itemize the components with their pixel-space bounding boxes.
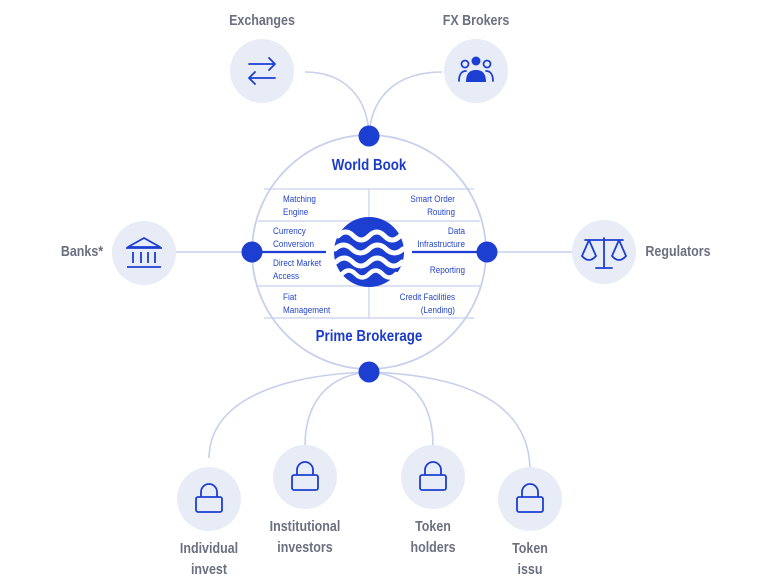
token-issuers-label: Token issu — [512, 541, 548, 578]
connector-exchanges — [304, 71, 370, 137]
feature-fiat-management: Fiat Management — [283, 292, 331, 315]
institutional-investors-node — [273, 445, 337, 509]
feature-smart-order-routing: Smart Order Routing — [410, 194, 455, 217]
lock-icon — [195, 483, 223, 513]
scales-icon — [581, 237, 627, 269]
connector-fx-brokers — [368, 71, 443, 137]
individual-investors-label: Individual invest — [179, 541, 239, 578]
feature-credit-facilities: Credit Facilities (Lending) — [399, 292, 455, 315]
feature-direct-market-access: Direct Market Access — [273, 258, 322, 281]
token-holders-node — [401, 445, 465, 509]
exchanges-label: Exchanges — [229, 13, 295, 29]
connectors — [176, 71, 572, 469]
exchanges-node — [230, 39, 294, 103]
feature-reporting: Reporting — [429, 265, 465, 275]
hub-dot-top — [358, 125, 380, 147]
lock-icon — [419, 461, 447, 491]
individual-investors-node — [177, 467, 241, 531]
feature-matching-engine: Matching Engine — [283, 194, 316, 217]
token-issuers-node — [498, 467, 562, 531]
banks-label: Banks* — [60, 244, 104, 260]
connector-token-issuers — [368, 371, 531, 469]
waves-logo — [332, 217, 406, 287]
feature-data-infrastructure: Data Infrastructure — [417, 226, 465, 249]
hub-dot-left — [241, 241, 263, 263]
feature-currency-conversion: Currency Conversion — [273, 226, 314, 249]
arrows-exchange-icon — [248, 57, 276, 85]
fx-brokers-label: FX Brokers — [442, 13, 510, 29]
regulators-label: Regulators — [645, 244, 711, 260]
people-group-icon — [458, 56, 494, 82]
banks-node — [112, 221, 176, 285]
hub-title-top: World Book — [331, 157, 407, 174]
lock-icon — [291, 461, 319, 491]
connector-individual — [208, 371, 370, 459]
connector-token-holders — [368, 371, 434, 447]
token-holders-label: Token holders — [410, 519, 456, 556]
lock-icon — [516, 483, 544, 513]
ecosystem-diagram — [112, 39, 636, 531]
hub-title-bottom: Prime Brokerage — [315, 328, 423, 345]
hub-dot-right — [476, 241, 498, 263]
connector-institutional — [304, 371, 370, 447]
institutional-investors-label: Institutional investors — [269, 519, 341, 556]
bank-building-icon — [126, 237, 162, 268]
hub-dot-bottom — [358, 361, 380, 383]
